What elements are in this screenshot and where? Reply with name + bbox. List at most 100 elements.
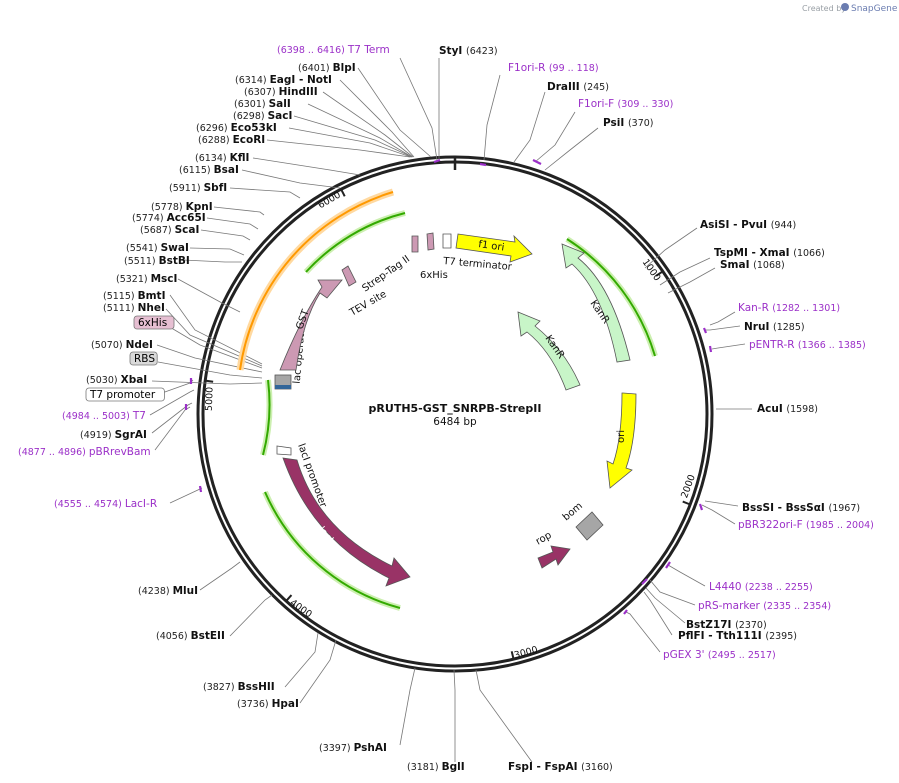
site-position: (2495 .. 2517) — [708, 650, 776, 661]
enzyme-site-label[interactable]: (3181) BglI — [407, 761, 465, 773]
enzyme-site-label[interactable]: FspI - FspAI (3160) — [508, 761, 613, 773]
primer-label[interactable]: pBR322ori-F (1985 .. 2004) — [738, 519, 874, 531]
site-position: (99 .. 118) — [549, 63, 599, 74]
enzyme-site-label[interactable]: PflFI - Tth111I (2395) — [678, 630, 797, 642]
enzyme-site-label[interactable]: (3397) PshAI — [319, 742, 387, 754]
enzyme-site-label[interactable]: (5778) KpnI — [151, 201, 213, 213]
enzyme-name: SmaI — [720, 259, 753, 271]
primer-label[interactable]: (4877 .. 4896) pBRrevBam — [18, 446, 151, 458]
kanr-outer-arrow — [561, 243, 631, 363]
enzyme-site-label[interactable]: (5687) ScaI — [140, 224, 199, 236]
enzyme-site-label[interactable]: (5541) SwaI — [126, 242, 189, 254]
enzyme-name: Acc65I — [167, 212, 206, 224]
enzyme-site-label[interactable]: (5321) MscI — [116, 273, 177, 285]
tick-label: 5000 — [204, 387, 216, 412]
tick-label: 1000 — [640, 257, 663, 283]
enzyme-site-label[interactable]: SmaI (1068) — [720, 259, 785, 271]
enzyme-name: NheI — [138, 302, 165, 314]
credit-brand: SnapGene — [851, 4, 898, 14]
feature-tag-box — [129, 351, 158, 366]
enzyme-name: MscI — [151, 273, 178, 285]
enzyme-site-label[interactable]: DraIII (245) — [547, 81, 609, 93]
enzyme-site-label[interactable]: PsiI (370) — [603, 117, 653, 129]
primer-label[interactable]: L4440 (2238 .. 2255) — [709, 581, 813, 593]
enzyme-site-label[interactable]: (5774) Acc65I — [132, 212, 206, 224]
enzyme-site-label[interactable]: (6307) HindIII — [244, 86, 318, 98]
enzyme-name: SbfI — [204, 182, 228, 194]
enzyme-site-label[interactable]: (6115) BsaI — [179, 164, 239, 176]
enzyme-site-label[interactable]: (6134) KflI — [195, 152, 249, 164]
primer-name: pENTR-R — [749, 339, 798, 351]
enzyme-site-label[interactable]: TspMI - XmaI (1066) — [714, 247, 825, 259]
site-position: (5115) — [103, 291, 138, 302]
enzyme-site-label[interactable]: (6401) BlpI — [298, 62, 356, 74]
tick-mark — [682, 500, 690, 506]
enzyme-name: SgrAI — [115, 429, 147, 441]
enzyme-site-label[interactable]: (6296) Eco53kI — [196, 122, 277, 134]
primer-label[interactable]: (4984 .. 5003) T7 — [62, 410, 146, 422]
site-position: (2370) — [735, 620, 767, 631]
enzyme-site-label[interactable]: (4056) BstEII — [156, 630, 225, 642]
orf-arcs — [236, 188, 658, 611]
enzyme-site-label[interactable]: (5070) NdeI — [91, 339, 153, 351]
plasmid-name: pRUTH5-GST_SNRPB-StrepII — [369, 402, 542, 415]
enzyme-site-label[interactable]: BssSI - BssSαI (1967) — [742, 502, 860, 514]
laci-promoter-arrow — [276, 445, 292, 456]
enzyme-site-label[interactable]: (5111) NheI — [103, 302, 165, 314]
enzyme-site-label[interactable]: (6301) SalI — [234, 98, 291, 110]
primer-marks — [184, 158, 713, 615]
enzyme-site-label[interactable]: (3736) HpaI — [237, 698, 299, 710]
primer-label[interactable]: pGEX 3' (2495 .. 2517) — [663, 649, 776, 661]
primer-label[interactable]: (6398 .. 6416) T7 Term — [277, 44, 390, 56]
enzyme-name: SalI — [269, 98, 291, 110]
enzyme-name: BssSI - BssSαI — [742, 502, 828, 514]
primer-name: pGEX 3' — [663, 649, 708, 661]
primer-label[interactable]: F1ori-F (309 .. 330) — [578, 98, 673, 110]
site-position: (6423) — [466, 46, 498, 57]
enzyme-site-label[interactable]: AcuI (1598) — [757, 403, 818, 415]
enzyme-name: EcoRI — [233, 134, 266, 146]
primer-label[interactable]: (4555 .. 4574) LacI-R — [54, 498, 157, 510]
site-position: (2395) — [765, 631, 797, 642]
primer-label[interactable]: pENTR-R (1366 .. 1385) — [749, 339, 866, 351]
enzyme-site-label[interactable]: (6298) SacI — [233, 110, 292, 122]
enzyme-name: StyI — [439, 45, 466, 57]
site-position: (5321) — [116, 274, 151, 285]
enzyme-name: DraIII — [547, 81, 583, 93]
bom-label: bom — [561, 501, 585, 524]
enzyme-name: FspI - FspAI — [508, 761, 581, 773]
enzyme-site-label[interactable]: BstZ17I (2370) — [686, 619, 767, 631]
t7-terminator-block — [442, 233, 452, 249]
enzyme-site-label[interactable]: AsiSI - PvuI (944) — [700, 219, 796, 231]
site-position: (3397) — [319, 743, 354, 754]
primer-name: F1ori-R — [508, 62, 549, 74]
enzyme-site-label[interactable]: (6314) EagI - NotI — [235, 74, 332, 86]
site-labels: StyI (6423) DraIII (245) PsiI (370) AsiSI -… — [18, 44, 874, 773]
primer-name: pBR322ori-F — [738, 519, 806, 531]
site-position: (6314) — [235, 75, 270, 86]
enzyme-name: PsiI — [603, 117, 628, 129]
enzyme-site-label[interactable]: (5511) BstBI — [124, 255, 190, 267]
tick-mark — [286, 594, 293, 601]
enzyme-site-label[interactable]: (5911) SbfI — [169, 182, 227, 194]
site-position: (6134) — [195, 153, 230, 164]
primer-label[interactable]: Kan-R (1282 .. 1301) — [738, 302, 840, 314]
enzyme-site-label[interactable]: NruI (1285) — [744, 321, 805, 333]
enzyme-name: SacI — [268, 110, 293, 122]
enzyme-site-label[interactable]: (5030) XbaI — [86, 374, 147, 386]
enzyme-site-label[interactable]: (5115) BmtI — [103, 290, 165, 302]
ori-arrow — [606, 392, 637, 489]
feature-tag-box — [85, 387, 165, 402]
enzyme-site-label[interactable]: StyI (6423) — [439, 45, 498, 57]
enzyme-name: TspMI - XmaI — [714, 247, 793, 259]
enzyme-name: BstBI — [159, 255, 190, 267]
enzyme-site-label[interactable]: (6288) EcoRI — [198, 134, 265, 146]
enzyme-site-label[interactable]: (3827) BssHII — [203, 681, 275, 693]
primer-label[interactable]: F1ori-R (99 .. 118) — [508, 62, 599, 74]
primer-label[interactable]: pRS-marker (2335 .. 2354) — [698, 600, 831, 612]
enzyme-site-label[interactable]: (4238) MluI — [138, 585, 198, 597]
tick-mark — [340, 189, 346, 197]
enzyme-site-label[interactable]: (4919) SgrAI — [80, 429, 147, 441]
site-position: (6307) — [244, 87, 279, 98]
